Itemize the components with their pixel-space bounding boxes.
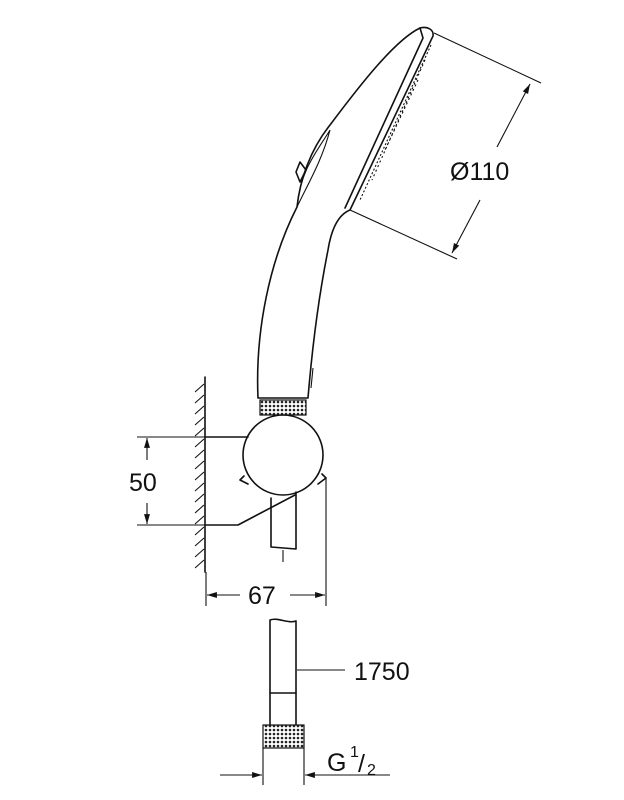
wall-hatch-line — [194, 427, 205, 437]
dimension-label-67: 67 — [248, 582, 276, 610]
thread-label: G — [327, 749, 346, 777]
thread-numerator: 1 — [350, 744, 359, 761]
wall-hatch-line — [194, 438, 205, 448]
hand-shower — [256, 26, 434, 399]
thread-slash: / — [358, 750, 365, 778]
hose — [262, 618, 305, 785]
wall-hatch-line — [194, 383, 205, 393]
wall-hatch-line — [194, 515, 205, 525]
spray-nozzles — [359, 44, 432, 201]
wall-hatch-line — [194, 471, 205, 481]
wall-hatch-line — [194, 526, 205, 536]
wall-hatch-line — [194, 493, 205, 503]
wall-hatch-line — [194, 460, 205, 470]
wall-hatch-line — [194, 405, 205, 415]
dimension-label-50: 50 — [129, 469, 157, 497]
dimension-label-1750: 1750 — [354, 658, 410, 686]
dimension-thread: G 1 / 2 — [220, 744, 390, 779]
wall-hatch-line — [194, 548, 205, 558]
dimension-label-diameter: Ø110 — [450, 158, 509, 186]
wall-holder — [205, 414, 327, 562]
dimension-1750: 1750 — [297, 658, 410, 686]
wall-hatch-line — [194, 537, 205, 547]
wall-hatch-line — [194, 504, 205, 514]
dimension-67: 67 — [205, 478, 327, 610]
wall-hatch-line — [194, 449, 205, 459]
thread-denominator: 2 — [367, 762, 376, 779]
collar — [259, 399, 307, 416]
wall — [194, 376, 206, 573]
dimension-50: 50 — [129, 436, 206, 526]
wall-hatch-line — [194, 482, 205, 492]
wall-hatch-line — [194, 416, 205, 426]
dimension-diameter: Ø110 — [349, 32, 542, 260]
wall-hatch-line — [194, 394, 205, 404]
hose-nut — [262, 724, 305, 749]
wall-hatch-line — [194, 559, 205, 569]
